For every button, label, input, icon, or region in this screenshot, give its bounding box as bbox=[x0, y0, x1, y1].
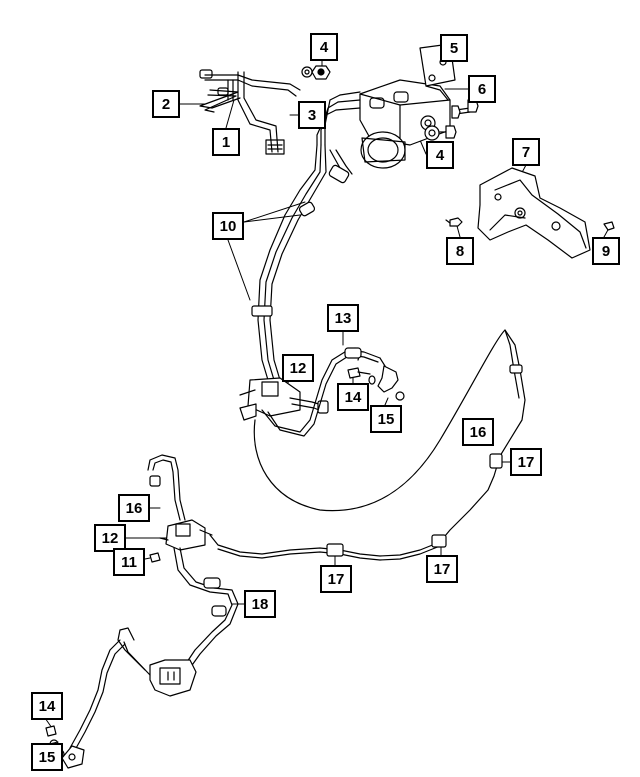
callout-label: 15 bbox=[377, 410, 395, 428]
callout-11[interactable]: 11 bbox=[113, 548, 145, 576]
callout-17[interactable]: 17 bbox=[426, 555, 458, 583]
callout-15[interactable]: 15 bbox=[370, 405, 402, 433]
screw-part-9 bbox=[603, 221, 615, 231]
callout-12[interactable]: 12 bbox=[282, 354, 314, 382]
callout-5[interactable]: 5 bbox=[440, 34, 468, 62]
callout-14[interactable]: 14 bbox=[31, 692, 63, 720]
callout-label: 1 bbox=[221, 133, 231, 151]
callout-label: 4 bbox=[319, 38, 329, 56]
rear-brake-line bbox=[209, 329, 526, 561]
junction-block-upper bbox=[239, 349, 381, 437]
callout-label: 18 bbox=[251, 595, 269, 613]
callout-15[interactable]: 15 bbox=[31, 743, 63, 771]
callout-label: 7 bbox=[521, 143, 531, 161]
callout-16[interactable]: 16 bbox=[462, 418, 494, 446]
callout-label: 17 bbox=[327, 570, 345, 588]
callout-6[interactable]: 6 bbox=[468, 75, 496, 103]
callout-label: 17 bbox=[517, 453, 535, 471]
callout-2[interactable]: 2 bbox=[152, 90, 180, 118]
front-brake-hose bbox=[61, 547, 239, 769]
callout-label: 14 bbox=[38, 697, 56, 715]
callout-label: 4 bbox=[435, 146, 445, 164]
callout-label: 12 bbox=[101, 529, 119, 547]
bolt-part-6 bbox=[451, 99, 479, 119]
callout-label: 13 bbox=[334, 309, 352, 327]
callout-1[interactable]: 1 bbox=[212, 128, 240, 156]
callout-16[interactable]: 16 bbox=[118, 494, 150, 522]
banjo-bolt-upper bbox=[347, 367, 405, 401]
callout-8[interactable]: 8 bbox=[446, 237, 474, 265]
callout-label: 5 bbox=[449, 39, 459, 57]
callout-label: 14 bbox=[344, 388, 362, 406]
brake-hose-part-13 bbox=[344, 347, 399, 393]
callout-label: 16 bbox=[469, 423, 487, 441]
callout-label: 8 bbox=[455, 242, 465, 260]
callout-label: 2 bbox=[161, 95, 171, 113]
callout-label: 15 bbox=[38, 748, 56, 766]
callout-18[interactable]: 18 bbox=[244, 590, 276, 618]
callout-label: 16 bbox=[125, 499, 143, 517]
junction-block-lower bbox=[147, 454, 213, 563]
callout-4[interactable]: 4 bbox=[310, 33, 338, 61]
heat-shield-bracket bbox=[477, 167, 591, 259]
nut-washer-top bbox=[301, 65, 331, 80]
callout-7[interactable]: 7 bbox=[512, 138, 540, 166]
isolator-bushings bbox=[420, 115, 457, 141]
callout-10[interactable]: 10 bbox=[212, 212, 244, 240]
callout-3[interactable]: 3 bbox=[298, 101, 326, 129]
callout-label: 12 bbox=[289, 359, 307, 377]
master-cylinder-tubes bbox=[199, 69, 301, 155]
callout-label: 10 bbox=[219, 217, 237, 235]
callout-label: 3 bbox=[307, 106, 317, 124]
callout-4[interactable]: 4 bbox=[426, 141, 454, 169]
callout-label: 11 bbox=[121, 553, 137, 571]
callout-9[interactable]: 9 bbox=[592, 237, 620, 265]
callout-label: 9 bbox=[601, 242, 611, 260]
brake-tube-bundle bbox=[251, 144, 353, 381]
callout-label: 17 bbox=[433, 560, 451, 578]
callout-14[interactable]: 14 bbox=[337, 383, 369, 411]
screw-part-8 bbox=[445, 217, 463, 227]
callout-17[interactable]: 17 bbox=[510, 448, 542, 476]
callout-label: 6 bbox=[477, 80, 487, 98]
callout-17[interactable]: 17 bbox=[320, 565, 352, 593]
callout-13[interactable]: 13 bbox=[327, 304, 359, 332]
